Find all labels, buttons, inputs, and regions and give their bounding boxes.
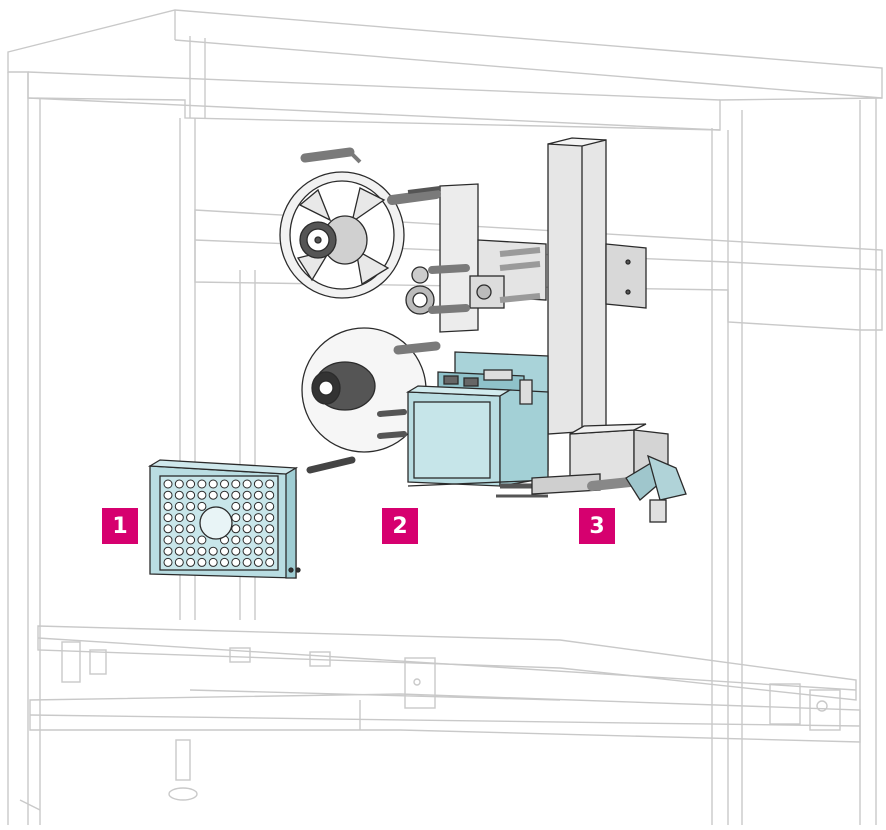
- panel-hole: [231, 546, 241, 556]
- panel-hole: [242, 479, 252, 489]
- panel-hole: [231, 479, 241, 489]
- panel-hole: [163, 524, 173, 534]
- panel-hole: [220, 490, 229, 500]
- panel-hole: [163, 490, 173, 500]
- panel-hole: [174, 546, 184, 556]
- callout-2: 2: [382, 508, 418, 544]
- panel-hole: [242, 513, 252, 523]
- panel-hole: [253, 479, 263, 489]
- panel-hole: [163, 535, 173, 545]
- panel-hole: [253, 557, 263, 567]
- panel-hole: [186, 513, 196, 523]
- panel-hole: [231, 513, 241, 523]
- panel-hole: [197, 479, 207, 489]
- control-unit-panel: [147, 459, 301, 579]
- callout-2-label: 2: [392, 513, 408, 539]
- callout-1-label: 1: [112, 513, 128, 539]
- panel-hole: [265, 490, 275, 500]
- panel-hole: [265, 557, 275, 567]
- applicator-head: [531, 423, 687, 523]
- panel-hole: [242, 490, 252, 500]
- panel-hole: [186, 535, 196, 545]
- panel-hole: [174, 524, 184, 534]
- panel-hole: [242, 535, 252, 545]
- panel-hole: [265, 524, 275, 534]
- panel-hole: [242, 524, 252, 534]
- panel-hole: [163, 479, 173, 489]
- panel-hole: [220, 557, 229, 567]
- panel-hole: [253, 490, 263, 500]
- panel-hole: [208, 546, 218, 556]
- panel-hole: [174, 513, 184, 523]
- panel-hole: [220, 479, 229, 489]
- panel-hole: [265, 535, 275, 545]
- panel-hole: [163, 513, 173, 523]
- panel-hole: [197, 546, 207, 556]
- labelling-unit: [147, 137, 687, 579]
- panel-hole: [231, 501, 241, 511]
- panel-hole: [174, 479, 184, 489]
- panel-hole: [208, 490, 218, 500]
- panel-hole: [197, 490, 207, 500]
- panel-hole: [174, 490, 184, 500]
- panel-hole: [186, 501, 196, 511]
- panel-hole: [231, 524, 241, 534]
- panel-hole: [197, 557, 207, 567]
- label-printer: [405, 351, 549, 498]
- panel-hole: [253, 501, 263, 511]
- callout-3-label: 3: [589, 513, 605, 539]
- panel-hole: [208, 557, 218, 567]
- panel-hole: [253, 546, 263, 556]
- panel-hole: [163, 557, 173, 567]
- panel-hole: [186, 557, 196, 567]
- panel-hole: [174, 501, 184, 511]
- panel-hole: [253, 535, 263, 545]
- panel-hole: [231, 490, 241, 500]
- callout-1: 1: [102, 508, 138, 544]
- panel-hole: [186, 546, 196, 556]
- panel-hole: [242, 557, 252, 567]
- panel-hole: [242, 501, 252, 511]
- panel-hole: [163, 546, 173, 556]
- panel-hole: [186, 490, 196, 500]
- panel-hole: [220, 546, 229, 556]
- panel-hole: [242, 546, 252, 556]
- panel-hole: [174, 557, 184, 567]
- panel-hole: [231, 535, 241, 545]
- panel-hole: [208, 479, 218, 489]
- callout-3: 3: [579, 508, 615, 544]
- panel-hole: [253, 524, 263, 534]
- panel-hole: [253, 513, 263, 523]
- panel-hole: [174, 535, 184, 545]
- panel-hole: [163, 501, 173, 511]
- panel-hole: [265, 479, 275, 489]
- panel-hole: [186, 479, 196, 489]
- panel-hole: [231, 557, 241, 567]
- panel-hole: [265, 546, 275, 556]
- panel-hole: [186, 524, 196, 534]
- panel-hole: [197, 535, 207, 545]
- panel-hole: [197, 501, 207, 511]
- panel-hole: [265, 513, 275, 523]
- panel-hole: [265, 501, 275, 511]
